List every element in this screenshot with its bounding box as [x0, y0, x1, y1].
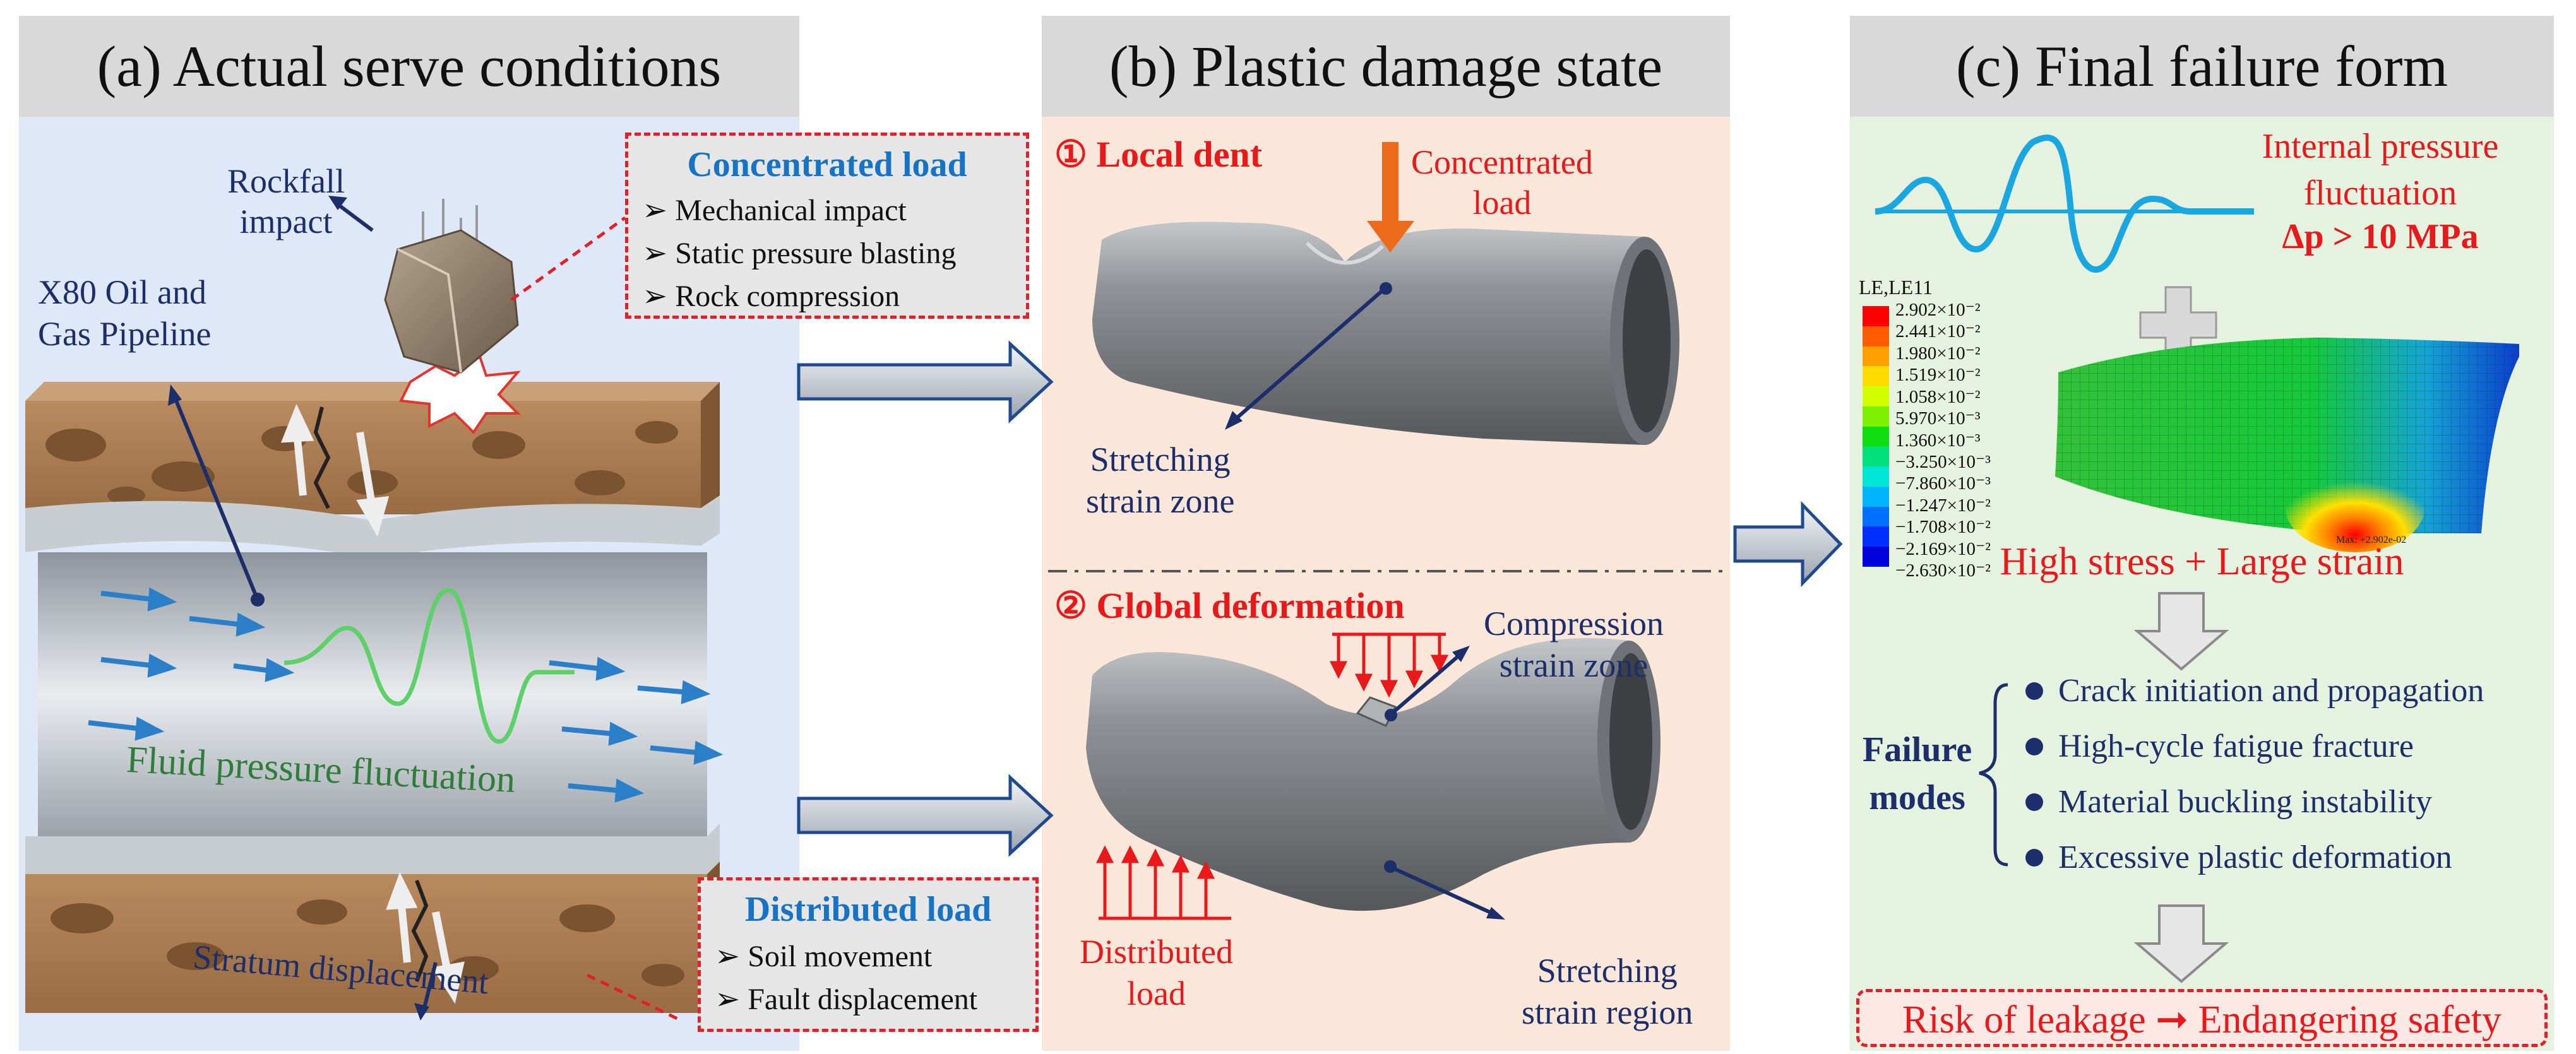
legend-value: 5.970×10⁻³	[1895, 408, 1981, 429]
legend-swatch	[1863, 486, 1889, 507]
concentrated-load-title: Concentrated load	[687, 145, 967, 184]
legend-swatch	[1863, 446, 1889, 467]
pipeline-scene	[25, 196, 724, 1021]
legend-value: −7.860×10⁻³	[1895, 473, 1991, 494]
legend-value: −3.250×10⁻³	[1895, 451, 1991, 472]
concentrated-load-box: Concentrated load ➢ Mechanical impact ➢ …	[625, 133, 1029, 319]
panel-plastic-damage-state: (b) Plastic damage state	[1042, 16, 1730, 1051]
legend-swatch	[1863, 506, 1889, 527]
distributed-load-box: Distributed load ➢ Soil movement ➢ Fault…	[698, 877, 1039, 1032]
legend-value: 1.980×10⁻²	[1895, 343, 1981, 364]
max-value-label: Max: +2.902e-02	[2336, 535, 2407, 545]
risk-box: Risk of leakage ➞ Endangering safety	[1856, 989, 2548, 1047]
legend-swatch	[1863, 366, 1889, 387]
delta-p-label: Δp > 10 MPa	[2282, 217, 2479, 256]
legend-swatch	[1863, 426, 1889, 447]
failure-mode-item: Excessive plastic deformation	[2058, 839, 2452, 875]
legend-swatch	[1863, 526, 1889, 547]
legend-value: −1.708×10⁻²	[1895, 517, 1991, 538]
legend-value: 1.360×10⁻³	[1895, 430, 1981, 451]
global-deformation-label: ② Global deformation	[1054, 585, 1405, 626]
strain-legend-colorbar	[1863, 306, 1889, 567]
distributed-item: ➢ Fault displacement	[715, 983, 978, 1016]
legend-swatch	[1863, 346, 1889, 367]
legend-value: 1.058×10⁻²	[1895, 386, 1981, 407]
failure-mode-item: Material buckling instability	[2058, 784, 2433, 820]
legend-value: −2.169×10⁻²	[1895, 538, 1991, 559]
panel-final-failure-form: (c) Final failure form	[1850, 16, 2554, 1051]
legend-value: 2.902×10⁻²	[1895, 300, 1981, 320]
distributed-arrows-bottom	[1095, 845, 1231, 920]
legend-swatch	[1863, 306, 1889, 326]
legend-swatch	[1863, 547, 1889, 567]
distributed-item: ➢ Soil movement	[715, 940, 933, 973]
concentrated-item: ➢ Rock compression	[642, 280, 900, 313]
pipe-deformation-drawings	[1048, 142, 1724, 920]
concentrated-item: ➢ Static pressure blasting	[642, 237, 957, 270]
panel-b-title: (b) Plastic damage state	[1042, 16, 1730, 117]
panel-a-title: (a) Actual serve conditions	[19, 16, 799, 117]
arrow-b-to-c	[1733, 500, 1843, 588]
failure-form-graphics	[1875, 134, 2519, 983]
legend-value: −1.247×10⁻²	[1895, 495, 1991, 516]
panel-actual-serve-conditions: (a) Actual serve conditions	[19, 16, 1039, 1051]
distributed-load-title: Distributed load	[744, 890, 992, 929]
failure-mode-item: Crack initiation and propagation	[2058, 673, 2484, 709]
legend-swatch	[1863, 466, 1889, 487]
legend-value: 1.519×10⁻²	[1895, 365, 1981, 386]
arrow-a-to-b-bottom	[797, 774, 1054, 857]
panel-c-title: (c) Final failure form	[1850, 16, 2554, 117]
legend-title: LE,LE11	[1859, 276, 1933, 299]
distributed-arrows-top	[1329, 632, 1449, 698]
risk-label: Risk of leakage ➞ Endangering safety	[1902, 998, 2501, 1041]
failure-mode-item: High-cycle fatigue fracture	[2058, 728, 2414, 764]
fluid-flow-arrows	[88, 587, 724, 803]
legend-swatch	[1863, 386, 1889, 406]
legend-value: 2.441×10⁻²	[1895, 321, 1981, 342]
arrow-a-to-b-top	[797, 340, 1054, 423]
legend-swatch	[1863, 326, 1889, 346]
local-dent-label: ① Local dent	[1054, 134, 1263, 175]
high-stress-label: High stress + Large strain	[2000, 540, 2404, 583]
legend-swatch	[1863, 406, 1889, 427]
legend-value: −2.630×10⁻²	[1895, 560, 1991, 581]
concentrated-item: ➢ Mechanical impact	[642, 194, 907, 227]
failure-mode-bullets	[2025, 682, 2043, 867]
